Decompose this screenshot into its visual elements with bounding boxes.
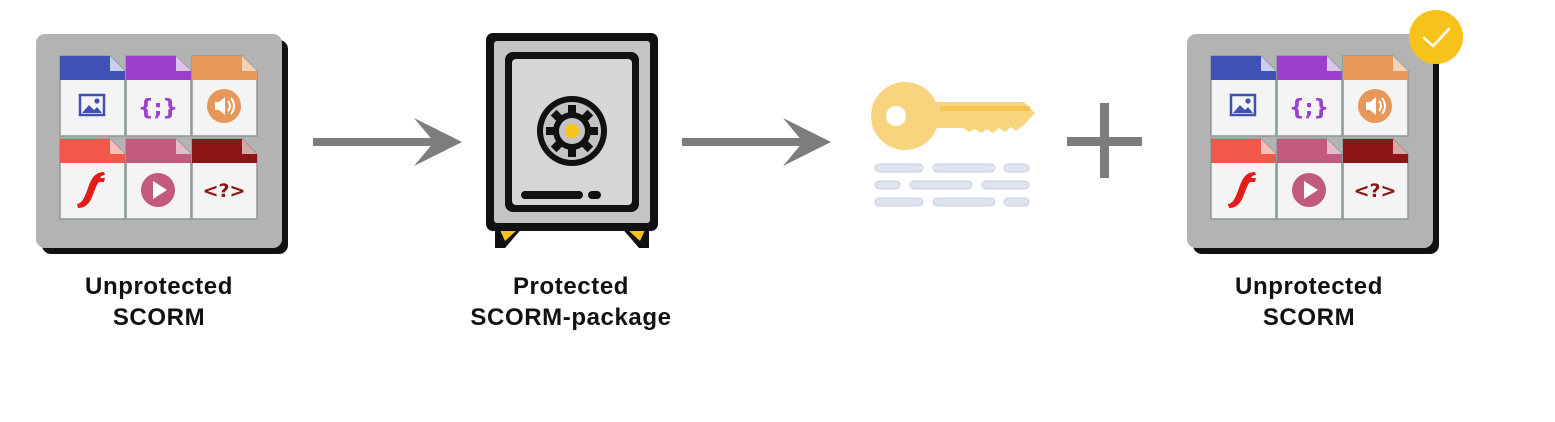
- safe-icon: [486, 33, 658, 248]
- unprotected-scorm-package-right: {;} <?>: [1186, 33, 1440, 255]
- xml-icon: <?>: [1354, 180, 1397, 202]
- flash-icon: [1228, 172, 1256, 208]
- step4-label-line2: SCORM: [1262, 304, 1356, 331]
- step4-label-line1: Unprotected: [1235, 273, 1383, 300]
- code-braces-icon: {;}: [1289, 96, 1329, 121]
- arrow-right-icon: [682, 118, 831, 166]
- check-badge-icon: [1409, 10, 1463, 64]
- step1-label: Unprotected SCORM: [29, 271, 289, 333]
- license-text-lines: [874, 163, 1030, 207]
- play-icon: [141, 173, 175, 207]
- arrow-right-icon: [313, 118, 462, 166]
- step2-label-line1: Protected: [512, 273, 630, 300]
- image-icon: [1229, 93, 1257, 117]
- plus-icon: [1067, 103, 1142, 178]
- step1-label-line2: SCORM: [112, 304, 206, 331]
- image-icon: [78, 93, 106, 117]
- code-braces-icon: {;}: [138, 96, 178, 121]
- step2-label: Protected SCORM-package: [441, 271, 701, 333]
- audio-icon: [1358, 89, 1392, 123]
- step4-label: Unprotected SCORM: [1179, 271, 1439, 333]
- play-icon: [1292, 173, 1326, 207]
- step2-label-line2: SCORM-package: [470, 304, 672, 331]
- key-icon: [871, 82, 1035, 150]
- unprotected-scorm-package-left: {;} <?>: [35, 33, 289, 255]
- xml-icon: <?>: [203, 180, 246, 202]
- step1-label-line1: Unprotected: [85, 273, 233, 300]
- flash-icon: [77, 172, 105, 208]
- audio-icon: [207, 89, 241, 123]
